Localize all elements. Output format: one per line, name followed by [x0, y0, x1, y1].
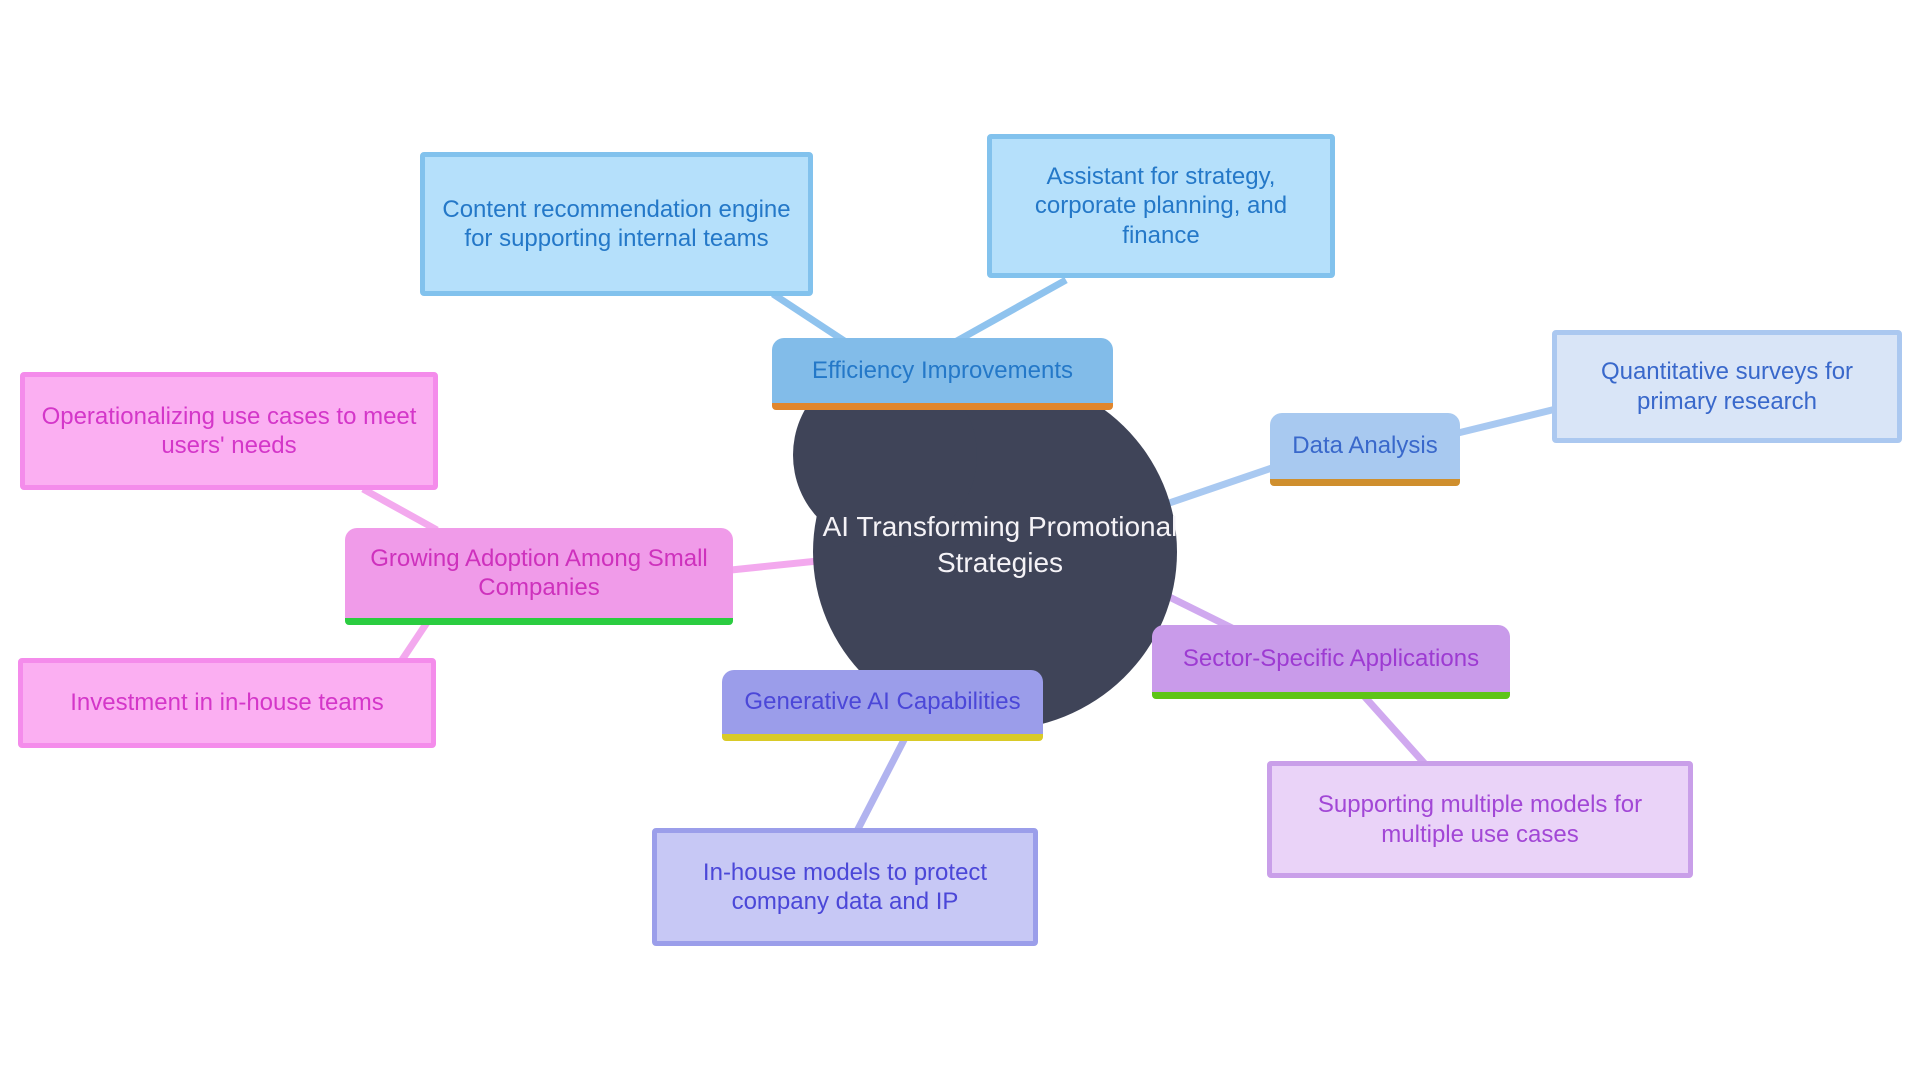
- connector-generative-to-inhouse: [853, 734, 910, 833]
- branch-label: Data Analysis: [1292, 432, 1438, 460]
- connector-operationalizing-to-growing: [361, 485, 439, 534]
- connector-content-to-efficiency: [771, 291, 854, 349]
- branch-label: Growing Adoption Among Small Companies: [370, 544, 708, 601]
- child-label: Assistant for strategy, corporate planni…: [1034, 163, 1288, 249]
- child-label: Investment in in-house teams: [70, 689, 384, 717]
- branch-node-efficiency-improvements[interactable]: Efficiency Improvements: [772, 338, 1113, 410]
- root-node-label: AI Transforming Promotional Strategies: [822, 510, 1178, 578]
- child-node-content-recommendation[interactable]: Content recommendation engine for suppor…: [420, 152, 813, 296]
- branch-node-growing-adoption[interactable]: Growing Adoption Among Small Companies: [345, 528, 733, 625]
- child-node-assistant-strategy[interactable]: Assistant for strategy, corporate planni…: [987, 134, 1335, 278]
- child-label: In-house models to protect company data …: [702, 858, 988, 915]
- branch-node-sector-specific[interactable]: Sector-Specific Applications: [1152, 625, 1510, 699]
- branch-label: Efficiency Improvements: [812, 356, 1073, 384]
- child-label: Quantitative surveys for primary researc…: [1600, 358, 1854, 415]
- child-node-inhouse-models[interactable]: In-house models to protect company data …: [652, 828, 1038, 946]
- branch-label: Sector-Specific Applications: [1182, 644, 1480, 672]
- child-node-quantitative-surveys[interactable]: Quantitative surveys for primary researc…: [1552, 330, 1902, 443]
- child-label: Content recommendation engine for suppor…: [442, 195, 791, 252]
- connector-sector-to-supporting: [1361, 693, 1428, 767]
- branch-node-data-analysis[interactable]: Data Analysis: [1270, 413, 1460, 486]
- branch-node-generative-ai[interactable]: Generative AI Capabilities: [722, 670, 1043, 741]
- child-node-supporting-multiple-models[interactable]: Supporting multiple models for multiple …: [1267, 761, 1693, 878]
- child-label: Operationalizing use cases to meet users…: [41, 402, 417, 459]
- connector-growing-to-investment: [399, 619, 431, 662]
- child-node-operationalizing-use-cases[interactable]: Operationalizing use cases to meet users…: [20, 372, 438, 490]
- connector-assistant-to-efficiency: [953, 276, 1068, 346]
- branch-label: Generative AI Capabilities: [744, 688, 1021, 716]
- child-node-investment-inhouse-teams[interactable]: Investment in in-house teams: [18, 658, 436, 748]
- connector-data-analysis-to-quantitative: [1457, 405, 1557, 437]
- child-label: Supporting multiple models for multiple …: [1317, 791, 1643, 848]
